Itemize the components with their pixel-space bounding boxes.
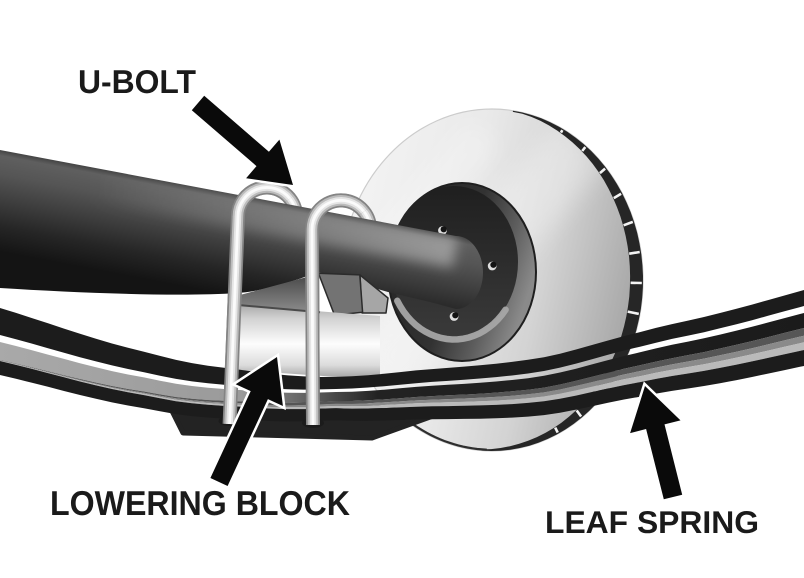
svg-text:LEAF SPRING: LEAF SPRING xyxy=(545,504,759,540)
svg-text:U-BOLT: U-BOLT xyxy=(78,63,196,100)
svg-text:LOWERING BLOCK: LOWERING BLOCK xyxy=(50,485,350,523)
